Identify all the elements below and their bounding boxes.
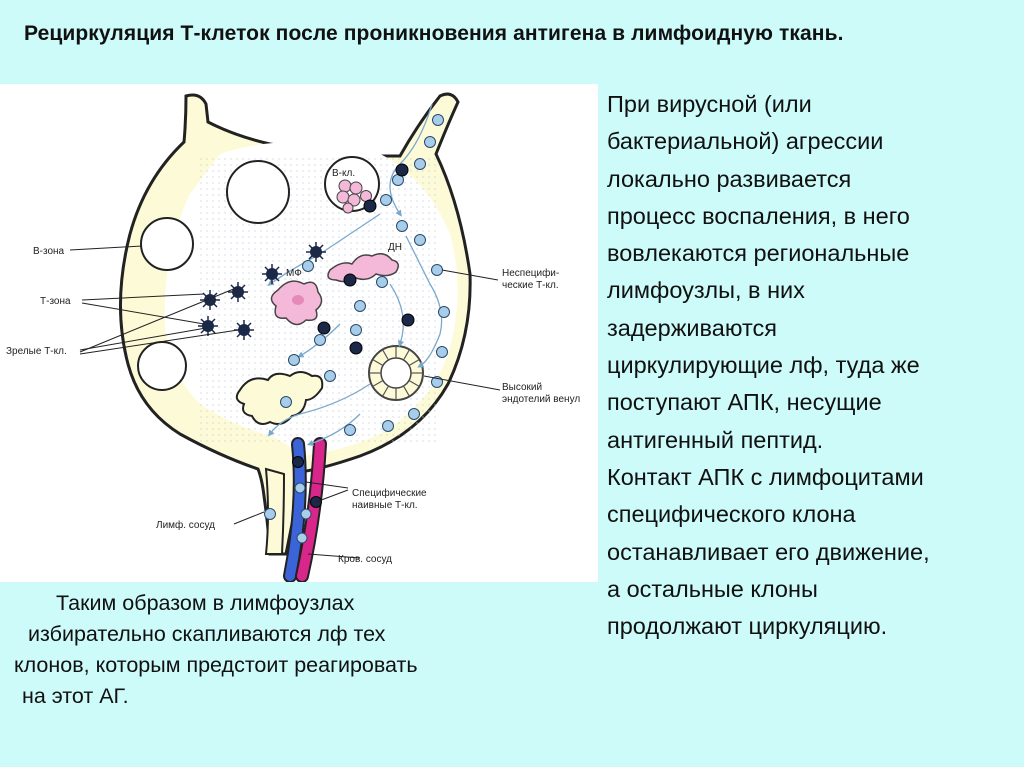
lymph-node-diagram: В-кл. ДН МФ В-зона Т-зона Зрелые Т-кл. Н… xyxy=(0,84,598,582)
diagram-svg: В-кл. ДН МФ В-зона Т-зона Зрелые Т-кл. Н… xyxy=(6,92,580,582)
label-specific-1: Специфические xyxy=(352,487,427,499)
circulating-t-cells xyxy=(264,114,450,544)
label-nonspecific-1: Неспецифи- xyxy=(502,267,559,279)
explanation-line: вовлекаются региональные xyxy=(607,240,910,267)
mature-t-cells xyxy=(198,242,326,340)
conclusion-line: избирательно скапливаются лф тех xyxy=(28,622,386,646)
explanation-line: бактериальной) агрессии xyxy=(607,128,884,155)
retained-t-cells xyxy=(292,163,415,508)
label-macrophage: МФ xyxy=(286,268,302,279)
explanation-line: останавливает его движение, xyxy=(607,538,930,565)
label-hev-2: эндотелий венул xyxy=(502,394,580,405)
dendritic-cell xyxy=(327,253,399,283)
conclusion-text: Таким образом в лимфоузлах избирательно … xyxy=(14,588,574,712)
slide-title: Рециркуляция Т-клеток после проникновени… xyxy=(24,22,844,45)
explanation-text: При вирусной (или бактериальной) агресси… xyxy=(607,86,1017,645)
explanation-line: циркулирующие лф, туда же xyxy=(607,352,920,379)
follicle-top xyxy=(226,160,290,224)
follicle-bottom xyxy=(137,341,187,391)
explanation-line: а остальные клоны xyxy=(607,575,818,602)
explanation-line: задерживаются xyxy=(607,314,777,341)
conclusion-line: на этот АГ. xyxy=(22,684,129,708)
label-t-zone: Т-зона xyxy=(40,296,71,307)
explanation-line: поступают АПК, несущие xyxy=(607,389,882,416)
medulla xyxy=(235,371,324,425)
conclusion-line: Таким образом в лимфоузлах xyxy=(56,591,355,615)
explanation-line: локально развивается xyxy=(607,165,852,192)
label-mature-t: Зрелые Т-кл. xyxy=(6,346,67,357)
explanation-line: лимфоузлы, в них xyxy=(607,277,805,304)
explanation-line: процесс воспаления, в него xyxy=(607,202,910,229)
label-hev-1: Высокий xyxy=(502,382,542,393)
b-cell-cluster xyxy=(336,179,372,214)
label-specific-2: наивные Т-кл. xyxy=(352,500,418,511)
explanation-line: продолжают циркуляцию. xyxy=(607,613,888,640)
high-endothelial-venule xyxy=(368,345,424,401)
label-dendritic: ДН xyxy=(388,242,402,253)
explanation-line: специфического клона xyxy=(607,501,856,528)
explanation-line: Контакт АПК с лимфоцитами xyxy=(607,463,924,490)
explanation-line: При вирусной (или xyxy=(607,91,812,117)
conclusion-line: клонов, которым предстоит реагировать xyxy=(14,653,418,677)
label-blood-vessel: Кров. сосуд xyxy=(338,554,392,565)
label-b-cells: В-кл. xyxy=(332,168,355,179)
leader-lines xyxy=(69,245,501,559)
explanation-line: антигенный пептид. xyxy=(607,426,824,453)
label-lymph-vessel: Лимф. сосуд xyxy=(156,519,215,531)
follicle-left xyxy=(140,217,194,271)
label-b-zone: В-зона xyxy=(33,246,65,257)
label-nonspecific-2: ческие Т-кл. xyxy=(502,280,559,291)
